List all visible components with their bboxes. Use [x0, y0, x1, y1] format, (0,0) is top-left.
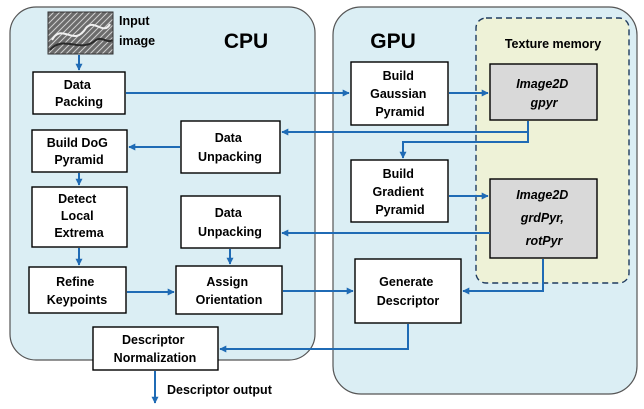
generate-descriptor-block: Generate Descriptor	[354, 258, 462, 324]
grdpyr-line-2: grdPyr,	[520, 211, 564, 225]
descriptor-normalization-line-2: Normalization	[114, 351, 197, 365]
svg-text:Build Gradient Pyr: Build Gradient Pyramid	[373, 167, 428, 217]
texture-memory-label: Texture memory	[505, 37, 601, 51]
build-dog-line-1: Build DoG	[47, 136, 108, 150]
grdpyr-line-1: Image2D	[516, 188, 568, 202]
assign-orientation-block: Assign Orientation	[175, 265, 283, 315]
gpu-label: GPU	[370, 30, 416, 53]
data-unpacking-1-line-2: Unpacking	[198, 150, 262, 164]
data-packing-block: Data Packing	[32, 71, 126, 115]
detect-extrema-line-1: Detect	[58, 192, 97, 206]
arrow-grdpyr-to-descriptor	[462, 259, 544, 295]
svg-text:Refine Keypoints: Refine Keypoints	[47, 275, 107, 307]
detect-extrema-line-2: Local	[61, 209, 94, 223]
data-packing-line-1: Data	[64, 78, 92, 92]
refine-keypoints-line-1: Refine	[56, 275, 94, 289]
input-image	[47, 11, 114, 55]
svg-text:Build DoG Pyramid: Build DoG Pyramid	[47, 136, 112, 167]
image2d-grdpyr-block: Image2D grdPyr, rotPyr	[489, 178, 598, 259]
svg-text:Image2D gpyr: Image2D gpyr	[516, 77, 572, 110]
generate-descriptor-line-1: Generate	[379, 275, 433, 289]
gradient-line-3: Pyramid	[375, 203, 424, 217]
gpyr-line-2: gpyr	[529, 96, 558, 110]
refine-keypoints-block: Refine Keypoints	[28, 266, 127, 314]
connectors	[75, 55, 544, 404]
descriptor-normalization-block: Descriptor Normalization	[92, 326, 219, 371]
refine-keypoints-line-2: Keypoints	[47, 293, 107, 307]
data-unpacking-block-2: Data Unpacking	[180, 195, 281, 249]
build-gradient-pyramid-block: Build Gradient Pyramid	[350, 159, 449, 223]
svg-text:Detect Local Extre: Detect Local Extrema	[54, 192, 104, 240]
descriptor-output-label: Descriptor output	[167, 383, 273, 397]
arrow-descriptor-to-normalization	[219, 324, 409, 353]
assign-orientation-line-1: Assign	[206, 275, 248, 289]
data-unpacking-1-line-1: Data	[215, 131, 243, 145]
arrow-gpyr-to-gradient	[399, 132, 529, 159]
build-gaussian-pyramid-block: Build Gaussian Pyramid	[350, 61, 449, 126]
svg-text:Data Packing: Data Packing	[55, 78, 103, 109]
cpu-label: CPU	[224, 30, 268, 53]
gradient-line-1: Build	[383, 167, 414, 181]
gaussian-line-3: Pyramid	[375, 105, 424, 119]
svg-text:Descriptor Normalization: Descriptor Normalization	[114, 333, 197, 365]
gaussian-line-2: Gaussian	[370, 87, 426, 101]
detect-local-extrema-block: Detect Local Extrema	[31, 186, 128, 248]
generate-descriptor-line-2: Descriptor	[377, 294, 440, 308]
gpyr-line-1: Image2D	[516, 77, 568, 91]
data-unpacking-2-line-1: Data	[215, 206, 243, 220]
build-dog-line-2: Pyramid	[54, 153, 103, 167]
input-image-label-2: image	[119, 34, 155, 48]
descriptor-normalization-line-1: Descriptor	[122, 333, 185, 347]
input-image-label-1: Input	[119, 14, 150, 28]
svg-text:Data Unpacking: Data Unpacking	[198, 131, 262, 164]
svg-text:Build Gaussian Pyr: Build Gaussian Pyramid	[370, 69, 430, 119]
assign-orientation-line-2: Orientation	[196, 293, 263, 307]
gradient-line-2: Gradient	[373, 185, 425, 199]
svg-text:Generate Descriptor: Generate Descriptor	[377, 275, 440, 308]
detect-extrema-line-3: Extrema	[54, 226, 104, 240]
gaussian-line-1: Build	[383, 69, 414, 83]
image2d-gpyr-block: Image2D gpyr	[489, 63, 598, 121]
data-unpacking-2-line-2: Unpacking	[198, 225, 262, 239]
grdpyr-line-3: rotPyr	[526, 234, 564, 248]
svg-text:Image2D grdPyr, ro: Image2D grdPyr, rotPyr	[516, 188, 572, 248]
data-unpacking-block-1: Data Unpacking	[180, 120, 281, 174]
data-packing-line-2: Packing	[55, 95, 103, 109]
build-dog-pyramid-block: Build DoG Pyramid	[31, 129, 128, 173]
svg-text:Assign Orientation: Assign Orientation	[196, 275, 263, 307]
svg-text:Data Unpacking: Data Unpacking	[198, 206, 262, 239]
